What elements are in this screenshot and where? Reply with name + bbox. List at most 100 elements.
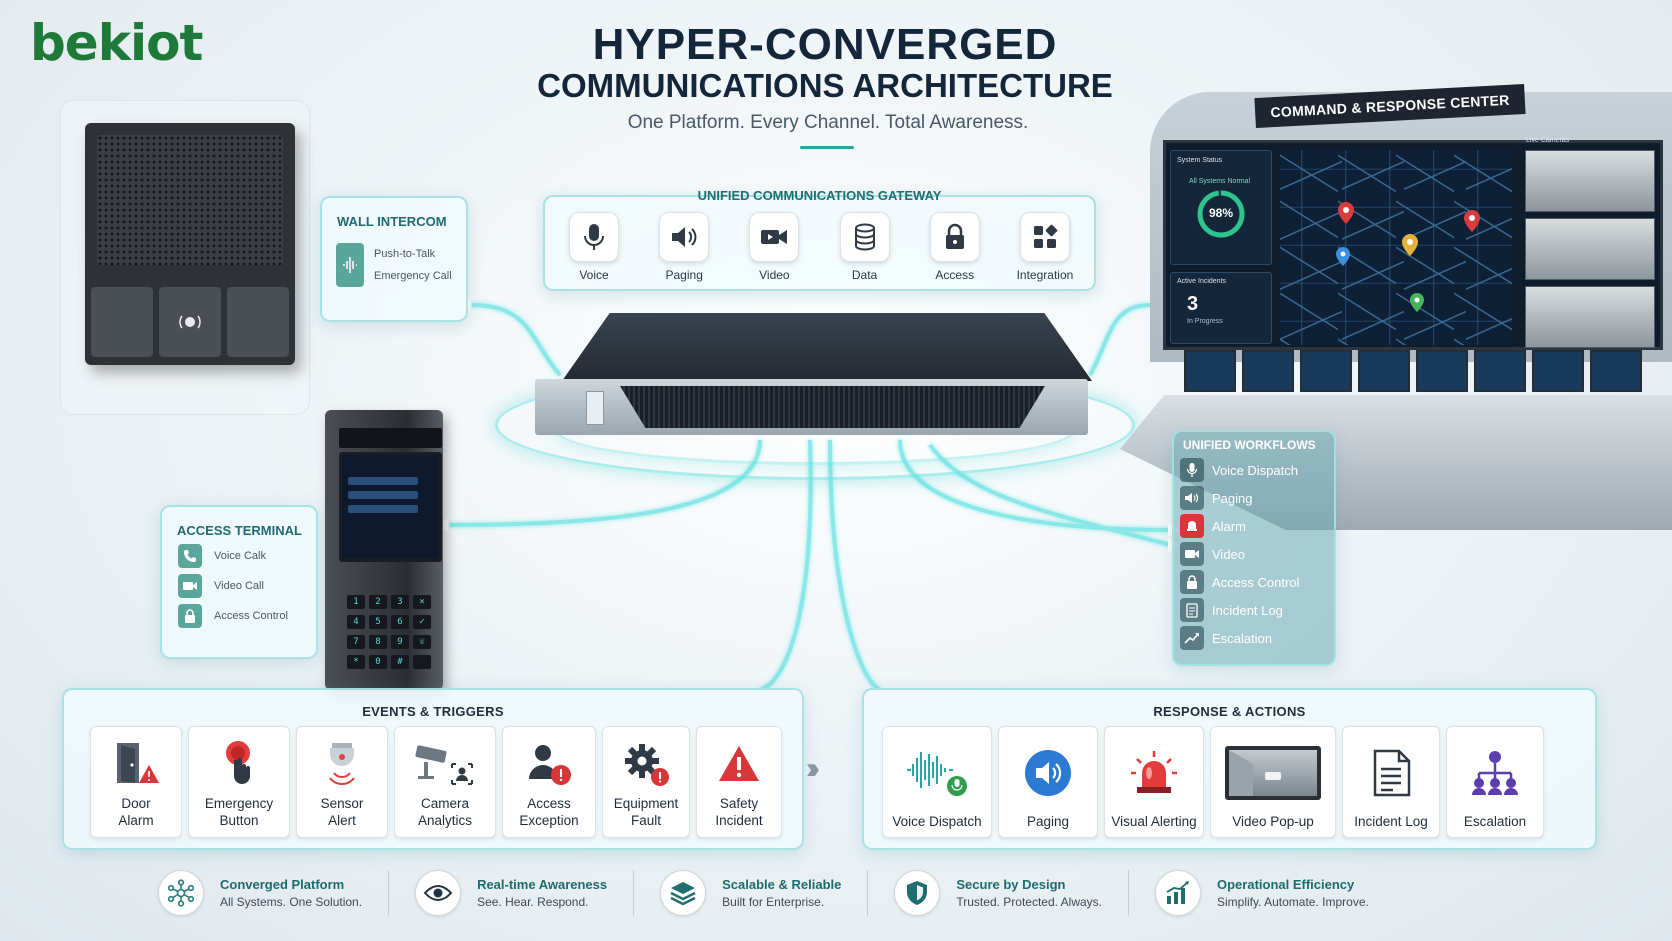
keypad-key: #: [391, 655, 409, 669]
response-actions-panel: RESPONSE & ACTIONS Voice Dispatch Paging…: [862, 688, 1597, 850]
response-tile-incident-log: Incident Log: [1342, 726, 1440, 838]
workflow-item-voice-dispatch: Voice Dispatch: [1180, 456, 1334, 484]
keypad-key: 9: [391, 635, 409, 649]
company-logo: bekiot: [30, 14, 203, 72]
server-badge: [586, 391, 604, 425]
warning-icon: [717, 733, 761, 795]
monitor: [1184, 350, 1236, 392]
workflow-item-video: Video: [1180, 540, 1334, 568]
emergency-button-icon: [214, 733, 264, 795]
response-label: Incident Log: [1354, 814, 1428, 829]
response-label: Video Pop-up: [1232, 814, 1314, 829]
eye-icon: [415, 870, 462, 916]
wall-intercom-panel: WALL INTERCOM Push-to-Talk Emergency Cal…: [320, 196, 468, 322]
event-tile-equipment-fault: Equipment Fault: [602, 726, 690, 838]
server-vent: [620, 386, 1045, 428]
benefit-subtitle: Trusted. Protected. Always.: [956, 895, 1102, 909]
microphone-icon: [569, 212, 619, 262]
benefit-subtitle: All Systems. One Solution.: [220, 895, 363, 909]
monitor: [1300, 350, 1352, 392]
lock-icon: [178, 604, 202, 628]
benefit-subtitle: Simplify. Automate. Improve.: [1217, 895, 1369, 909]
gateway-item-label: Paging: [665, 268, 703, 282]
keypad-key: 8: [369, 635, 387, 649]
microphone-icon: [1180, 458, 1204, 482]
document-icon: [1371, 733, 1411, 813]
keypad-key: [413, 655, 431, 669]
event-label-line2: Button: [219, 813, 259, 828]
gear-fault-icon: [620, 733, 672, 795]
event-label-line2: Fault: [630, 813, 661, 828]
workflow-label: Escalation: [1212, 630, 1272, 646]
benefit-converged-platform: Converged Platform All Systems. One Solu…: [158, 870, 390, 916]
keypad-key: 1: [347, 595, 365, 609]
gateway-item-label: Voice: [579, 268, 609, 282]
keypad-key: 5: [369, 615, 387, 629]
active-incidents-status: In Progress: [1187, 318, 1223, 325]
gateway-panel: [543, 195, 1096, 291]
gateway-item-label: Integration: [1016, 268, 1074, 282]
wall-intercom-title: WALL INTERCOM: [337, 214, 447, 229]
integration-icon: [1019, 212, 1070, 262]
camera-feed: [1525, 218, 1655, 280]
monitor: [1590, 350, 1642, 392]
user-exception-icon: [523, 733, 575, 795]
access-terminal-panel: ACCESS TERMINAL Voice Calk Video Call Ac…: [160, 505, 318, 659]
video-icon: [178, 574, 202, 598]
workflow-label: Access Control: [1212, 574, 1300, 590]
unified-workflows-panel: UNIFIED WORKFLOWS Voice Dispatch Paging …: [1172, 430, 1336, 666]
active-incidents-label: Active Incidents: [1177, 278, 1227, 285]
shield-icon: [894, 870, 941, 916]
camera-feed: [1525, 286, 1655, 348]
page-subtitle: One Platform. Every Channel. Total Aware…: [627, 112, 1029, 133]
terminal-keypad: 1 2 3 × 4 5 6 ✓ 7 8 9 ☏ * 0 #: [347, 595, 437, 669]
workflow-item-escalation: Escalation: [1180, 624, 1334, 652]
access-terminal-item: Access Control: [178, 604, 316, 628]
layers-icon: [660, 870, 707, 916]
gateway-item-label: Video: [759, 268, 790, 282]
response-label: Visual Alerting: [1111, 814, 1197, 829]
keypad-key: 3: [391, 595, 409, 609]
benefits-footer: Converged Platform All Systems. One Solu…: [158, 870, 1538, 916]
events-triggers-panel: EVENTS & TRIGGERS Door Alarm Emergency B…: [62, 688, 804, 850]
gateway-item-label: Access: [935, 268, 975, 282]
benefit-scalable-reliable: Scalable & Reliable Built for Enterprise…: [634, 870, 869, 916]
event-tile-sensor-alert: Sensor Alert: [296, 726, 388, 838]
response-tile-voice-dispatch: Voice Dispatch: [882, 726, 992, 838]
response-label: Escalation: [1463, 814, 1527, 829]
benefit-title: Operational Efficiency: [1217, 877, 1355, 892]
event-tile-safety-incident: Safety Incident: [696, 726, 782, 838]
database-icon: [839, 212, 890, 262]
benefit-title: Converged Platform: [220, 877, 345, 892]
response-tile-video-popup: Video Pop-up: [1210, 726, 1336, 838]
benefit-title: Real-time Awareness: [477, 877, 608, 892]
gateway-title: UNIFIED COMMUNICATIONS GATEWAY: [697, 188, 942, 203]
monitor: [1242, 350, 1294, 392]
intercom-key-right: [227, 287, 289, 357]
door-alarm-icon: [109, 733, 163, 795]
page-title-line2: COMMUNICATIONS ARCHITECTURE: [537, 67, 1113, 104]
incident-map: [1280, 150, 1512, 345]
title-divider: [800, 146, 854, 149]
network-icon: [158, 870, 204, 916]
event-tile-door-alarm: Door Alarm: [90, 726, 182, 838]
console-monitors: [1184, 350, 1664, 394]
benefit-title: Secure by Design: [956, 877, 1066, 892]
event-tile-camera-analytics: Camera Analytics: [394, 726, 496, 838]
events-title: EVENTS & TRIGGERS: [362, 704, 504, 719]
access-terminal-item-label: Video Call: [214, 580, 264, 592]
gateway-item-paging: Paging: [643, 212, 725, 282]
access-terminal-item-label: Voice Calk: [214, 550, 266, 562]
video-camera-icon: [749, 212, 800, 262]
lock-icon: [929, 212, 980, 262]
speaker-icon: [659, 212, 710, 262]
access-terminal-item: Video Call: [178, 574, 316, 598]
terminal-screen: [339, 452, 442, 562]
workflow-label: Voice Dispatch: [1212, 462, 1298, 478]
response-tile-visual-alerting: Visual Alerting: [1104, 726, 1204, 838]
keypad-key: ☏: [413, 635, 431, 649]
map-pin-icon: [1336, 247, 1350, 266]
event-label-line2: Alert: [328, 813, 356, 828]
speaker-grill: [97, 135, 283, 265]
wall-intercom-device: [85, 123, 295, 365]
